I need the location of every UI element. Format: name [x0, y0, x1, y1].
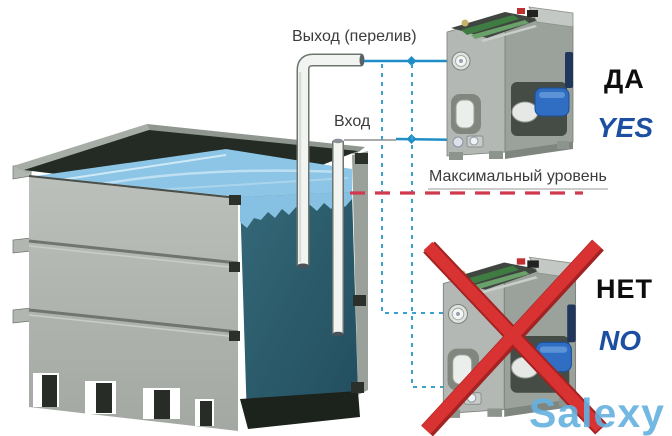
- verdict-no-ru: НЕТ: [596, 274, 653, 304]
- verdict-yes-en: YES: [597, 112, 654, 143]
- verdict-no-en: NO: [599, 325, 641, 356]
- projection-line-overflow: [381, 64, 452, 314]
- overflow-pipe: [296, 53, 365, 269]
- inlet-label: Вход: [334, 113, 371, 130]
- outlet-label: Выход (перелив): [292, 28, 417, 45]
- tank: [12, 124, 368, 431]
- tank-front-wall: [29, 175, 238, 431]
- water-body: [240, 192, 358, 421]
- max-level-label: Максимальный уровень: [429, 168, 607, 185]
- verdict-yes-ru: ДА: [604, 64, 645, 94]
- inlet-pipe: [332, 138, 344, 337]
- pump-unit-correct: [446, 6, 574, 161]
- cross-x-icon: [421, 239, 607, 436]
- watermark: Salexy: [529, 390, 665, 436]
- projection-line-inlet: [411, 64, 448, 388]
